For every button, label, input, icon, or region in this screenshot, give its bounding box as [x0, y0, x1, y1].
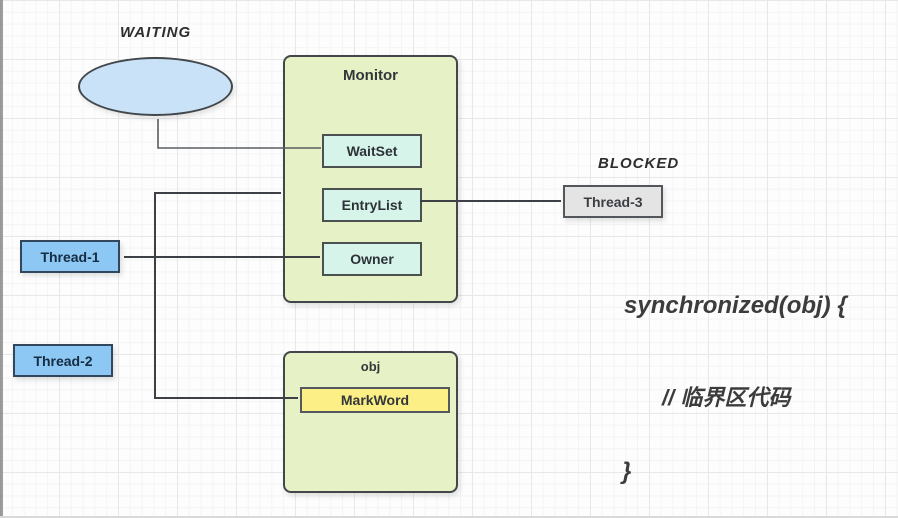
monitor-title: Monitor	[343, 67, 398, 84]
thread3-box: Thread-3	[563, 185, 663, 218]
object-title: obj	[360, 359, 381, 374]
blocked-state-label: BLOCKED	[598, 155, 680, 172]
waiting-state-label: WAITING	[120, 24, 192, 41]
left-edge-shadow	[0, 0, 3, 518]
code-comment-line: // 临界区代码	[662, 385, 791, 410]
thread2-box: Thread-2	[13, 344, 113, 377]
bottom-edge-line	[0, 516, 898, 518]
thread1-box: Thread-1	[20, 240, 120, 273]
entrylist-box: EntryList	[322, 188, 422, 222]
monitor-box: Monitor WaitSet EntryList Owner	[283, 55, 458, 303]
arrow-markword-to-entrylist	[154, 192, 298, 399]
code-closing-brace: }	[622, 458, 632, 485]
object-box: obj MarkWord	[283, 351, 458, 493]
owner-box: Owner	[322, 242, 422, 276]
code-synchronized-line: synchronized(obj) {	[624, 292, 847, 319]
waitset-box: WaitSet	[322, 134, 422, 168]
waiting-set-ellipse	[78, 57, 233, 116]
markword-box: MarkWord	[300, 387, 450, 413]
